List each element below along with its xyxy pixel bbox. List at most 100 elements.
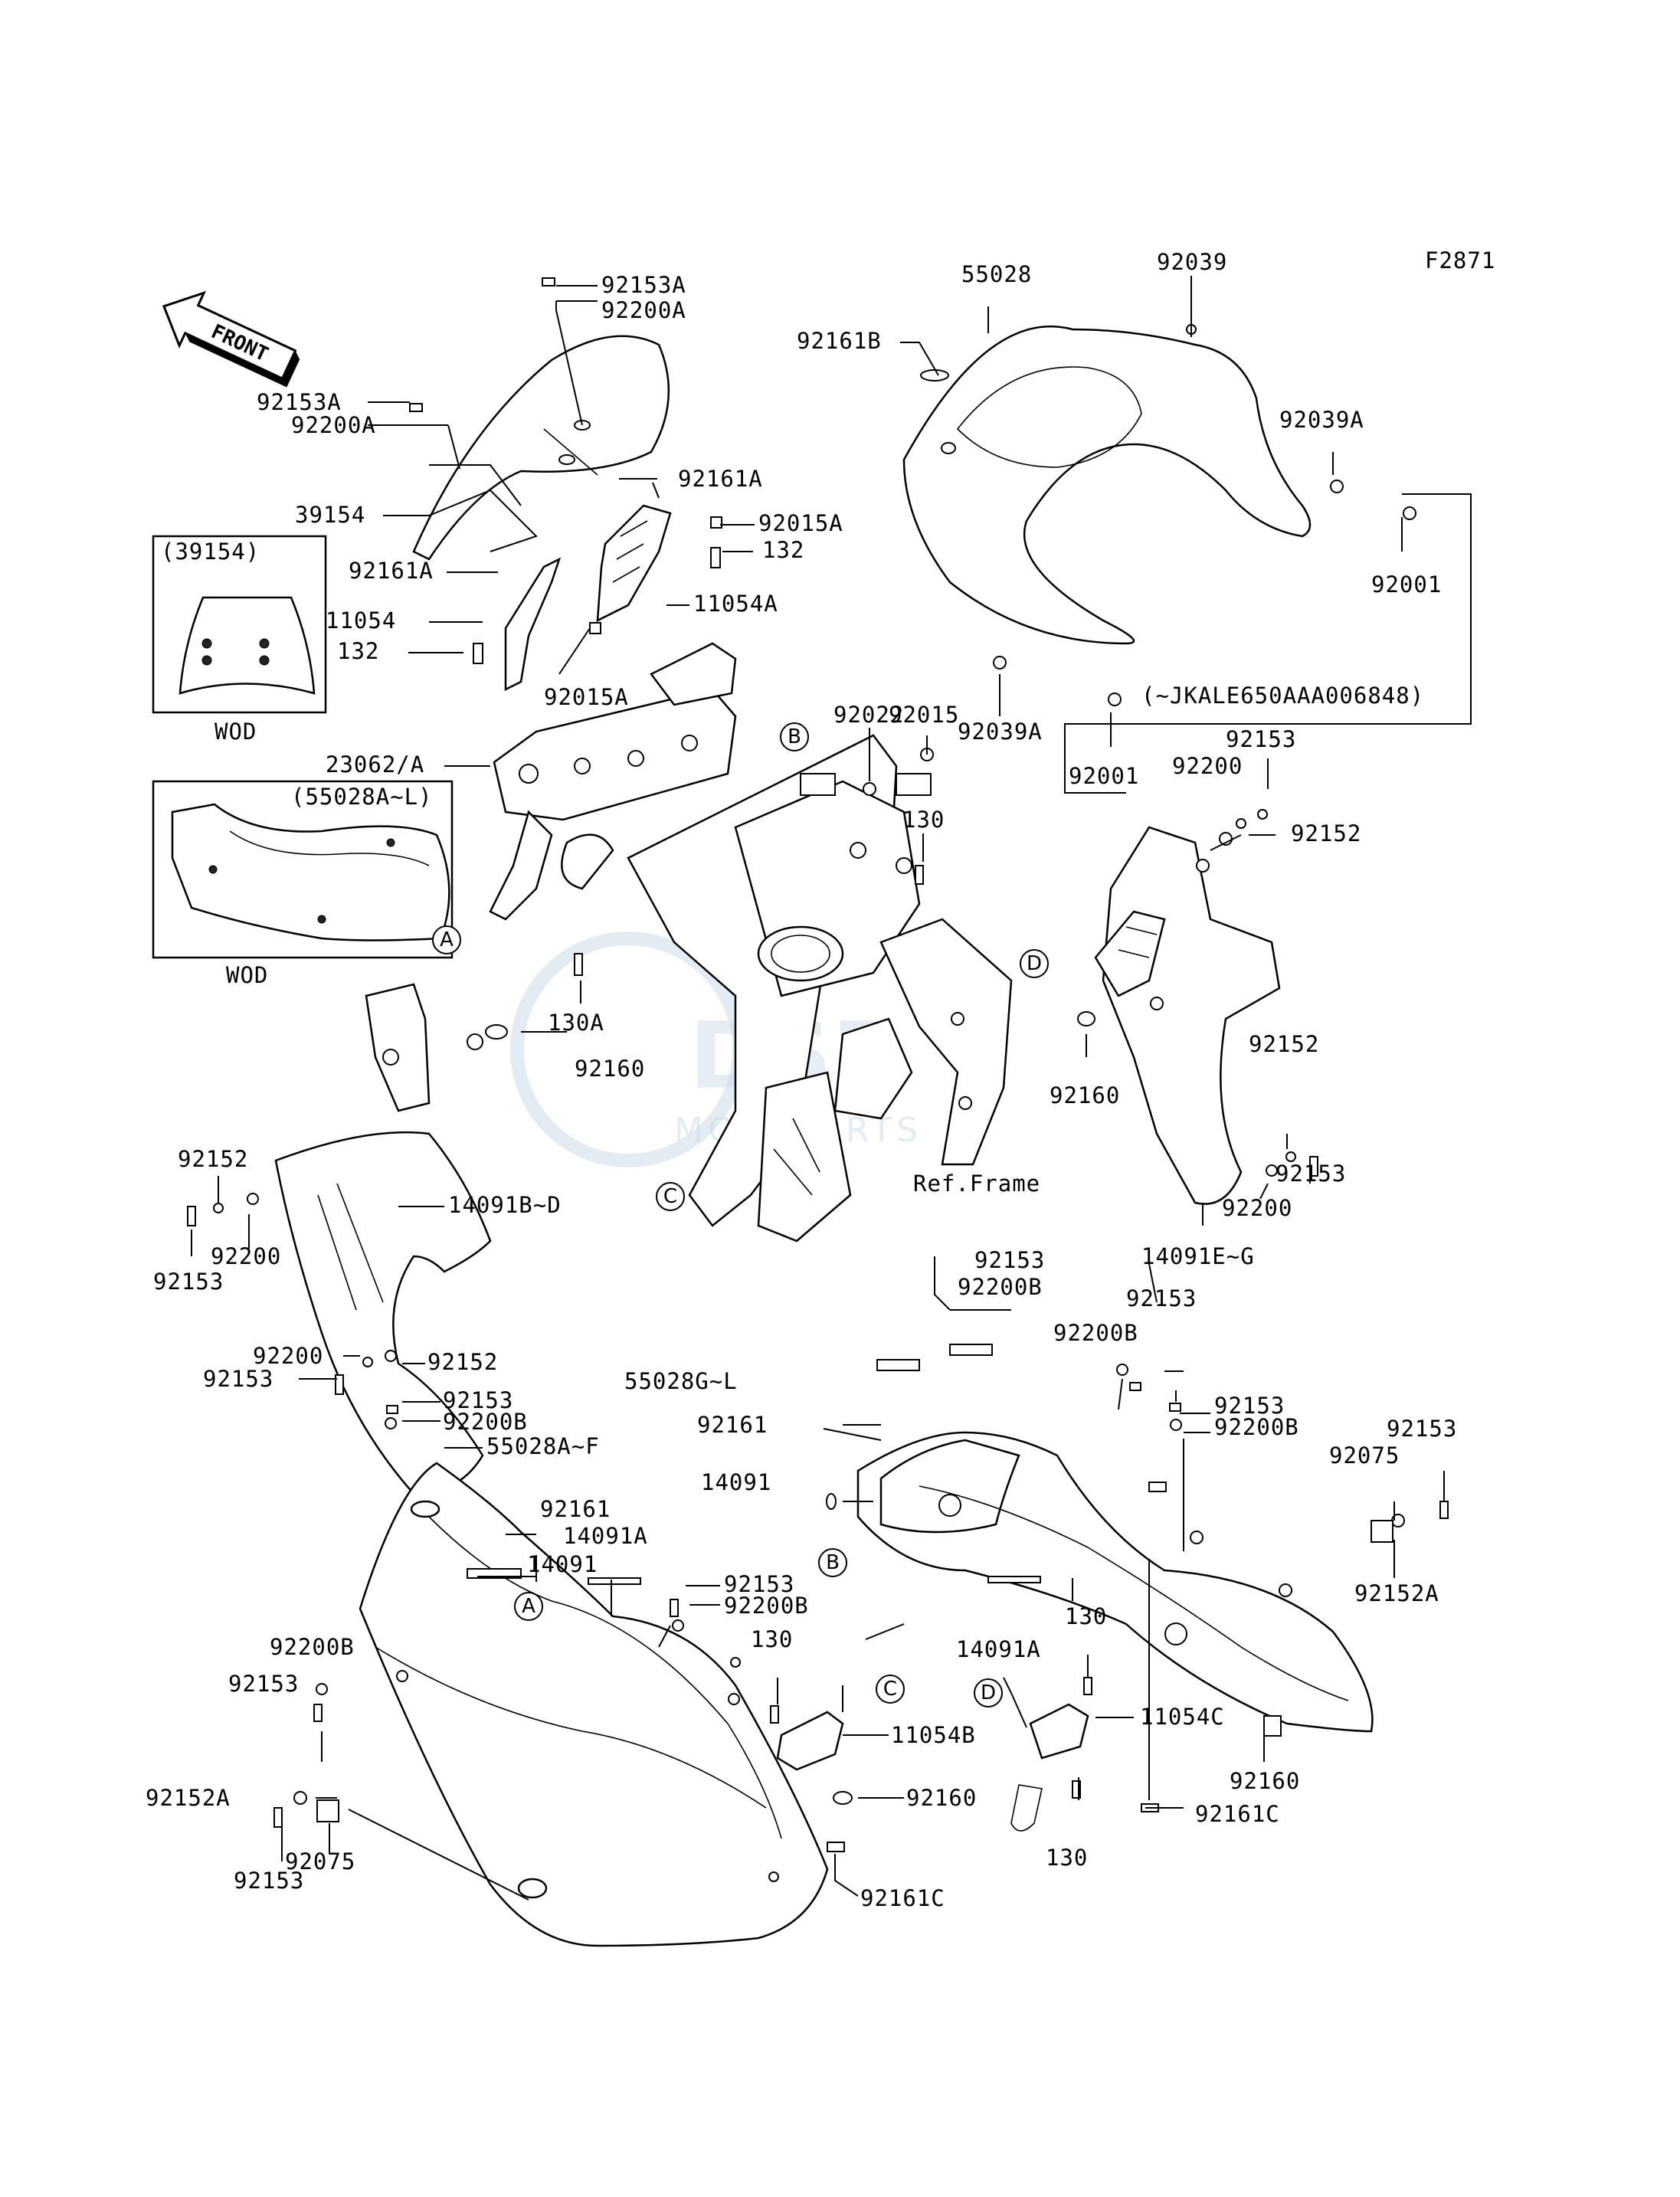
part-label: 92200B bbox=[270, 1634, 355, 1660]
part-label: 14091A bbox=[956, 1636, 1041, 1662]
svg-text:C: C bbox=[663, 1185, 677, 1208]
part-label: 92161A bbox=[349, 558, 434, 584]
part-label: 92161A bbox=[678, 466, 763, 492]
svg-text:B: B bbox=[788, 725, 801, 748]
part-label: 92015A bbox=[544, 684, 629, 710]
part-label: 92152A bbox=[1354, 1580, 1439, 1606]
reference-callouts: A B C D A B C D bbox=[432, 722, 1049, 1708]
part-label: 130 bbox=[1065, 1603, 1107, 1629]
callout-a-bottom: A bbox=[514, 1592, 543, 1621]
part-label: 92161C bbox=[1195, 1801, 1280, 1827]
part-label: 92015 bbox=[889, 702, 959, 728]
part-label: 92001 bbox=[1371, 571, 1442, 598]
part-label: 92200B bbox=[958, 1274, 1043, 1300]
svg-text:B: B bbox=[826, 1551, 840, 1574]
part-label: 11054 bbox=[326, 607, 396, 634]
part-label: 92001 bbox=[1069, 763, 1139, 789]
svg-text:D: D bbox=[1027, 952, 1042, 975]
part-label: 92022 bbox=[833, 702, 904, 728]
part-label: 92153 bbox=[203, 1366, 273, 1392]
part-label: 92153 bbox=[1226, 726, 1296, 752]
inset-cowling-wod: WOD bbox=[226, 962, 268, 988]
inset-cowling-ref: (55028A~L) bbox=[291, 784, 433, 810]
part-label: 92200 bbox=[253, 1343, 323, 1369]
part-label: 130 bbox=[1046, 1845, 1088, 1871]
part-label: 92153A bbox=[257, 389, 342, 415]
part-label: 92153 bbox=[443, 1387, 513, 1413]
part-label: 92200B bbox=[1214, 1414, 1299, 1440]
part-label: 14091 bbox=[701, 1469, 771, 1495]
serial-bracket: (~JKALE650AAA006848) bbox=[1064, 493, 1472, 794]
part-labels: 92153A 92200A 92153A 92200A 39154 92161A… bbox=[146, 249, 1457, 1911]
part-label: 14091 bbox=[527, 1551, 598, 1577]
figure-code: F2871 bbox=[1425, 247, 1495, 273]
part-label: 132 bbox=[762, 537, 804, 563]
part-label: 130 bbox=[902, 807, 945, 833]
part-label: 92200 bbox=[1172, 753, 1243, 779]
svg-text:D: D bbox=[981, 1681, 996, 1704]
part-label: 11054C bbox=[1140, 1704, 1225, 1730]
part-label: 23062/A bbox=[326, 751, 424, 778]
part-label: 55028 bbox=[961, 261, 1032, 287]
part-label: 92160 bbox=[906, 1785, 977, 1811]
windshield-assembly bbox=[409, 277, 737, 921]
part-label: 14091A bbox=[563, 1523, 648, 1549]
part-label: 39154 bbox=[295, 502, 365, 528]
part-label: 92152 bbox=[427, 1349, 498, 1375]
part-label: 92039A bbox=[1279, 407, 1364, 433]
part-label: 92153 bbox=[1387, 1416, 1457, 1442]
part-label: 92160 bbox=[1230, 1768, 1300, 1794]
part-label: 130A bbox=[548, 1010, 604, 1036]
callout-b-bottom: B bbox=[818, 1548, 847, 1577]
part-label: 92200B bbox=[443, 1409, 528, 1435]
part-label: 92153 bbox=[153, 1269, 224, 1295]
upper-cowling bbox=[902, 324, 1416, 706]
part-label: 92153A bbox=[601, 272, 686, 298]
part-label: 92160 bbox=[1050, 1082, 1120, 1108]
part-label: 92075 bbox=[1329, 1442, 1400, 1468]
inset-cowling: (55028A~L) WOD bbox=[152, 780, 454, 988]
svg-text:A: A bbox=[440, 928, 454, 951]
callout-d-bottom: D bbox=[974, 1678, 1003, 1708]
small-hardware bbox=[187, 748, 1449, 1852]
part-label: 92200 bbox=[211, 1243, 281, 1269]
callout-a-top: A bbox=[432, 925, 461, 954]
part-label: 92153 bbox=[1276, 1161, 1346, 1187]
part-label: 92152 bbox=[1249, 1031, 1319, 1057]
callout-d-top: D bbox=[1020, 949, 1049, 978]
part-label: 92039A bbox=[958, 719, 1043, 745]
leader-lines bbox=[191, 276, 1445, 1901]
lower-brackets bbox=[776, 1703, 1089, 1832]
svg-text:C: C bbox=[883, 1678, 897, 1701]
ref-frame-label: Ref.Frame bbox=[913, 1171, 1040, 1197]
left-inner-panel bbox=[274, 983, 492, 1495]
right-inner-panel bbox=[1094, 826, 1281, 1205]
part-label: 92153 bbox=[234, 1868, 304, 1894]
part-label: 92160 bbox=[575, 1056, 645, 1082]
part-label: 92153 bbox=[228, 1671, 299, 1697]
part-label: 14091E~G bbox=[1141, 1243, 1255, 1269]
part-label: 92161 bbox=[540, 1496, 611, 1522]
part-label: 92161 bbox=[697, 1412, 768, 1438]
part-label: 132 bbox=[337, 638, 379, 664]
part-label: 92153 bbox=[724, 1571, 794, 1597]
part-label: 130 bbox=[751, 1626, 793, 1652]
callout-b-top: B bbox=[780, 722, 809, 751]
part-label: 92152A bbox=[146, 1785, 231, 1811]
part-label: 92200B bbox=[1053, 1320, 1138, 1346]
part-label: 92152 bbox=[1291, 820, 1361, 846]
part-label: 11054B bbox=[891, 1722, 976, 1748]
part-label: 92161C bbox=[860, 1885, 945, 1911]
part-label: 92200 bbox=[1222, 1195, 1292, 1221]
part-label: 55028G~L bbox=[624, 1368, 738, 1394]
inset-windshield: (39154) WOD bbox=[152, 535, 327, 745]
part-label: 92153 bbox=[1214, 1393, 1285, 1419]
part-label: 92075 bbox=[285, 1848, 355, 1874]
part-label: 92152 bbox=[178, 1146, 248, 1172]
svg-text:A: A bbox=[522, 1595, 535, 1618]
part-label: 92153 bbox=[1126, 1285, 1197, 1311]
lower-right-cowling bbox=[856, 1344, 1374, 1733]
inset-windshield-ref: (39154) bbox=[161, 539, 260, 565]
part-label: 92015A bbox=[758, 510, 843, 536]
